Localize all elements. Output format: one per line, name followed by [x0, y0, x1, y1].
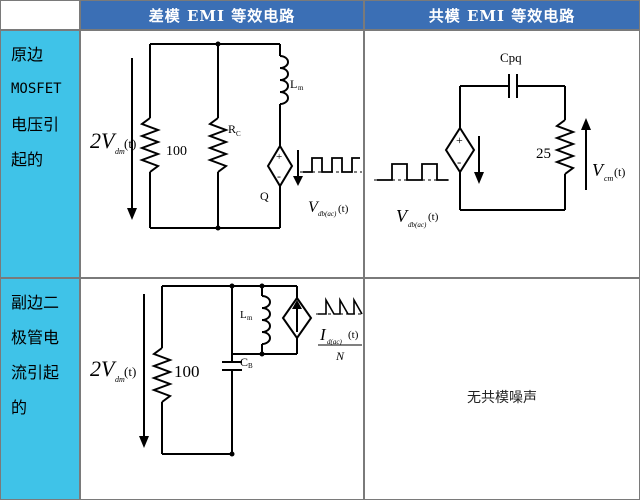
label-cm-vdb-sub: db(ac): [408, 221, 427, 229]
svg-text:+: +: [456, 133, 463, 147]
cm-arrow-up-icon: [581, 118, 591, 130]
inductor3-lm: [261, 295, 271, 345]
label-cb-sub: B: [248, 362, 253, 370]
row1-label-line2: MOSFET: [11, 81, 62, 97]
label-rc: R: [228, 122, 236, 136]
row2-label-line4: 的: [11, 398, 28, 417]
label-cm-vdb: V: [396, 206, 409, 226]
label-id: I: [319, 325, 327, 344]
label3-r100: 100: [174, 362, 200, 381]
label-r25: 25: [536, 146, 551, 162]
label-vcm-sub: cm: [604, 174, 614, 183]
label-rc-sub: C: [236, 130, 241, 138]
sawtooth-wave-icon: [318, 296, 363, 315]
label-vdb-sub: db(ac): [318, 210, 337, 218]
cm-arrow-down-icon: [474, 172, 484, 184]
inductor-lm: [279, 55, 289, 105]
label3-2vdm-sub: dm: [115, 375, 125, 384]
label-r100: 100: [166, 144, 187, 159]
current-arrow-up-icon: [292, 300, 302, 309]
row1-label-line4: 起的: [11, 150, 44, 169]
label-vdb-arg: (t): [338, 203, 349, 215]
row2-label-line1: 副边二: [11, 293, 60, 312]
row-label-primary: 原边 MOSFET 电压引 起的: [0, 30, 80, 278]
label3-lm: L: [240, 309, 247, 321]
no-common-mode-noise-text: 无共模噪声: [467, 390, 537, 406]
header-common-label: 共模 EMI 等效电路: [428, 6, 576, 25]
label-q: Q: [260, 189, 269, 203]
resistor-100: [139, 117, 161, 173]
cell-cm-secondary: [364, 278, 640, 500]
row2-label-line3: 流引起: [11, 363, 60, 382]
row1-label-line3: 电压引: [11, 115, 60, 134]
cell-dm-primary: [80, 30, 364, 278]
label-lm: L: [290, 77, 297, 91]
arrow3-down-icon: [139, 436, 149, 448]
label-id-sub: d(ac): [327, 338, 342, 346]
label-n: N: [335, 349, 345, 363]
label-vcm-arg: (t): [614, 165, 625, 179]
resistor3-100: [151, 347, 173, 403]
label-lm-sub: m: [298, 84, 304, 92]
label-cpq: Cpq: [500, 50, 522, 65]
label3-lm-sub: m: [247, 314, 253, 322]
row2-label-line2: 极管电: [11, 328, 60, 347]
resistor-rc: [207, 117, 229, 173]
header-differential-label: 差模 EMI 等效电路: [148, 6, 296, 25]
arrow-down-icon: [127, 208, 137, 220]
label-vdb: V: [308, 199, 320, 216]
square-wave-icon: [303, 157, 360, 173]
svg-text:-: -: [457, 154, 461, 169]
row-label-secondary: 副边二 极管电 流引起 的: [0, 278, 80, 500]
label-cm-vdb-arg: (t): [428, 211, 439, 223]
label-cb: C: [240, 355, 248, 369]
resistor-25: [554, 119, 576, 175]
svg-text:-: -: [277, 169, 281, 183]
cell-dm-secondary: [80, 278, 364, 500]
row1-label-line1: 原边: [11, 45, 44, 64]
svg-text:+: +: [276, 151, 282, 163]
label3-2vdm-arg: (t): [124, 364, 136, 379]
label-2vdm-arg: (t): [124, 136, 136, 151]
label3-2vdm: 2V: [90, 356, 117, 381]
label-vcm: V: [592, 160, 605, 180]
header-differential-mode: 差模 EMI 等效电路: [80, 0, 364, 30]
label-2vdm-sub: dm: [115, 147, 125, 156]
label-id-arg: (t): [348, 329, 359, 341]
header-corner: [0, 0, 80, 30]
cell-cm-primary: [364, 30, 640, 278]
cm-square-wave-icon: [377, 163, 448, 181]
label-2vdm: 2V: [90, 128, 117, 153]
